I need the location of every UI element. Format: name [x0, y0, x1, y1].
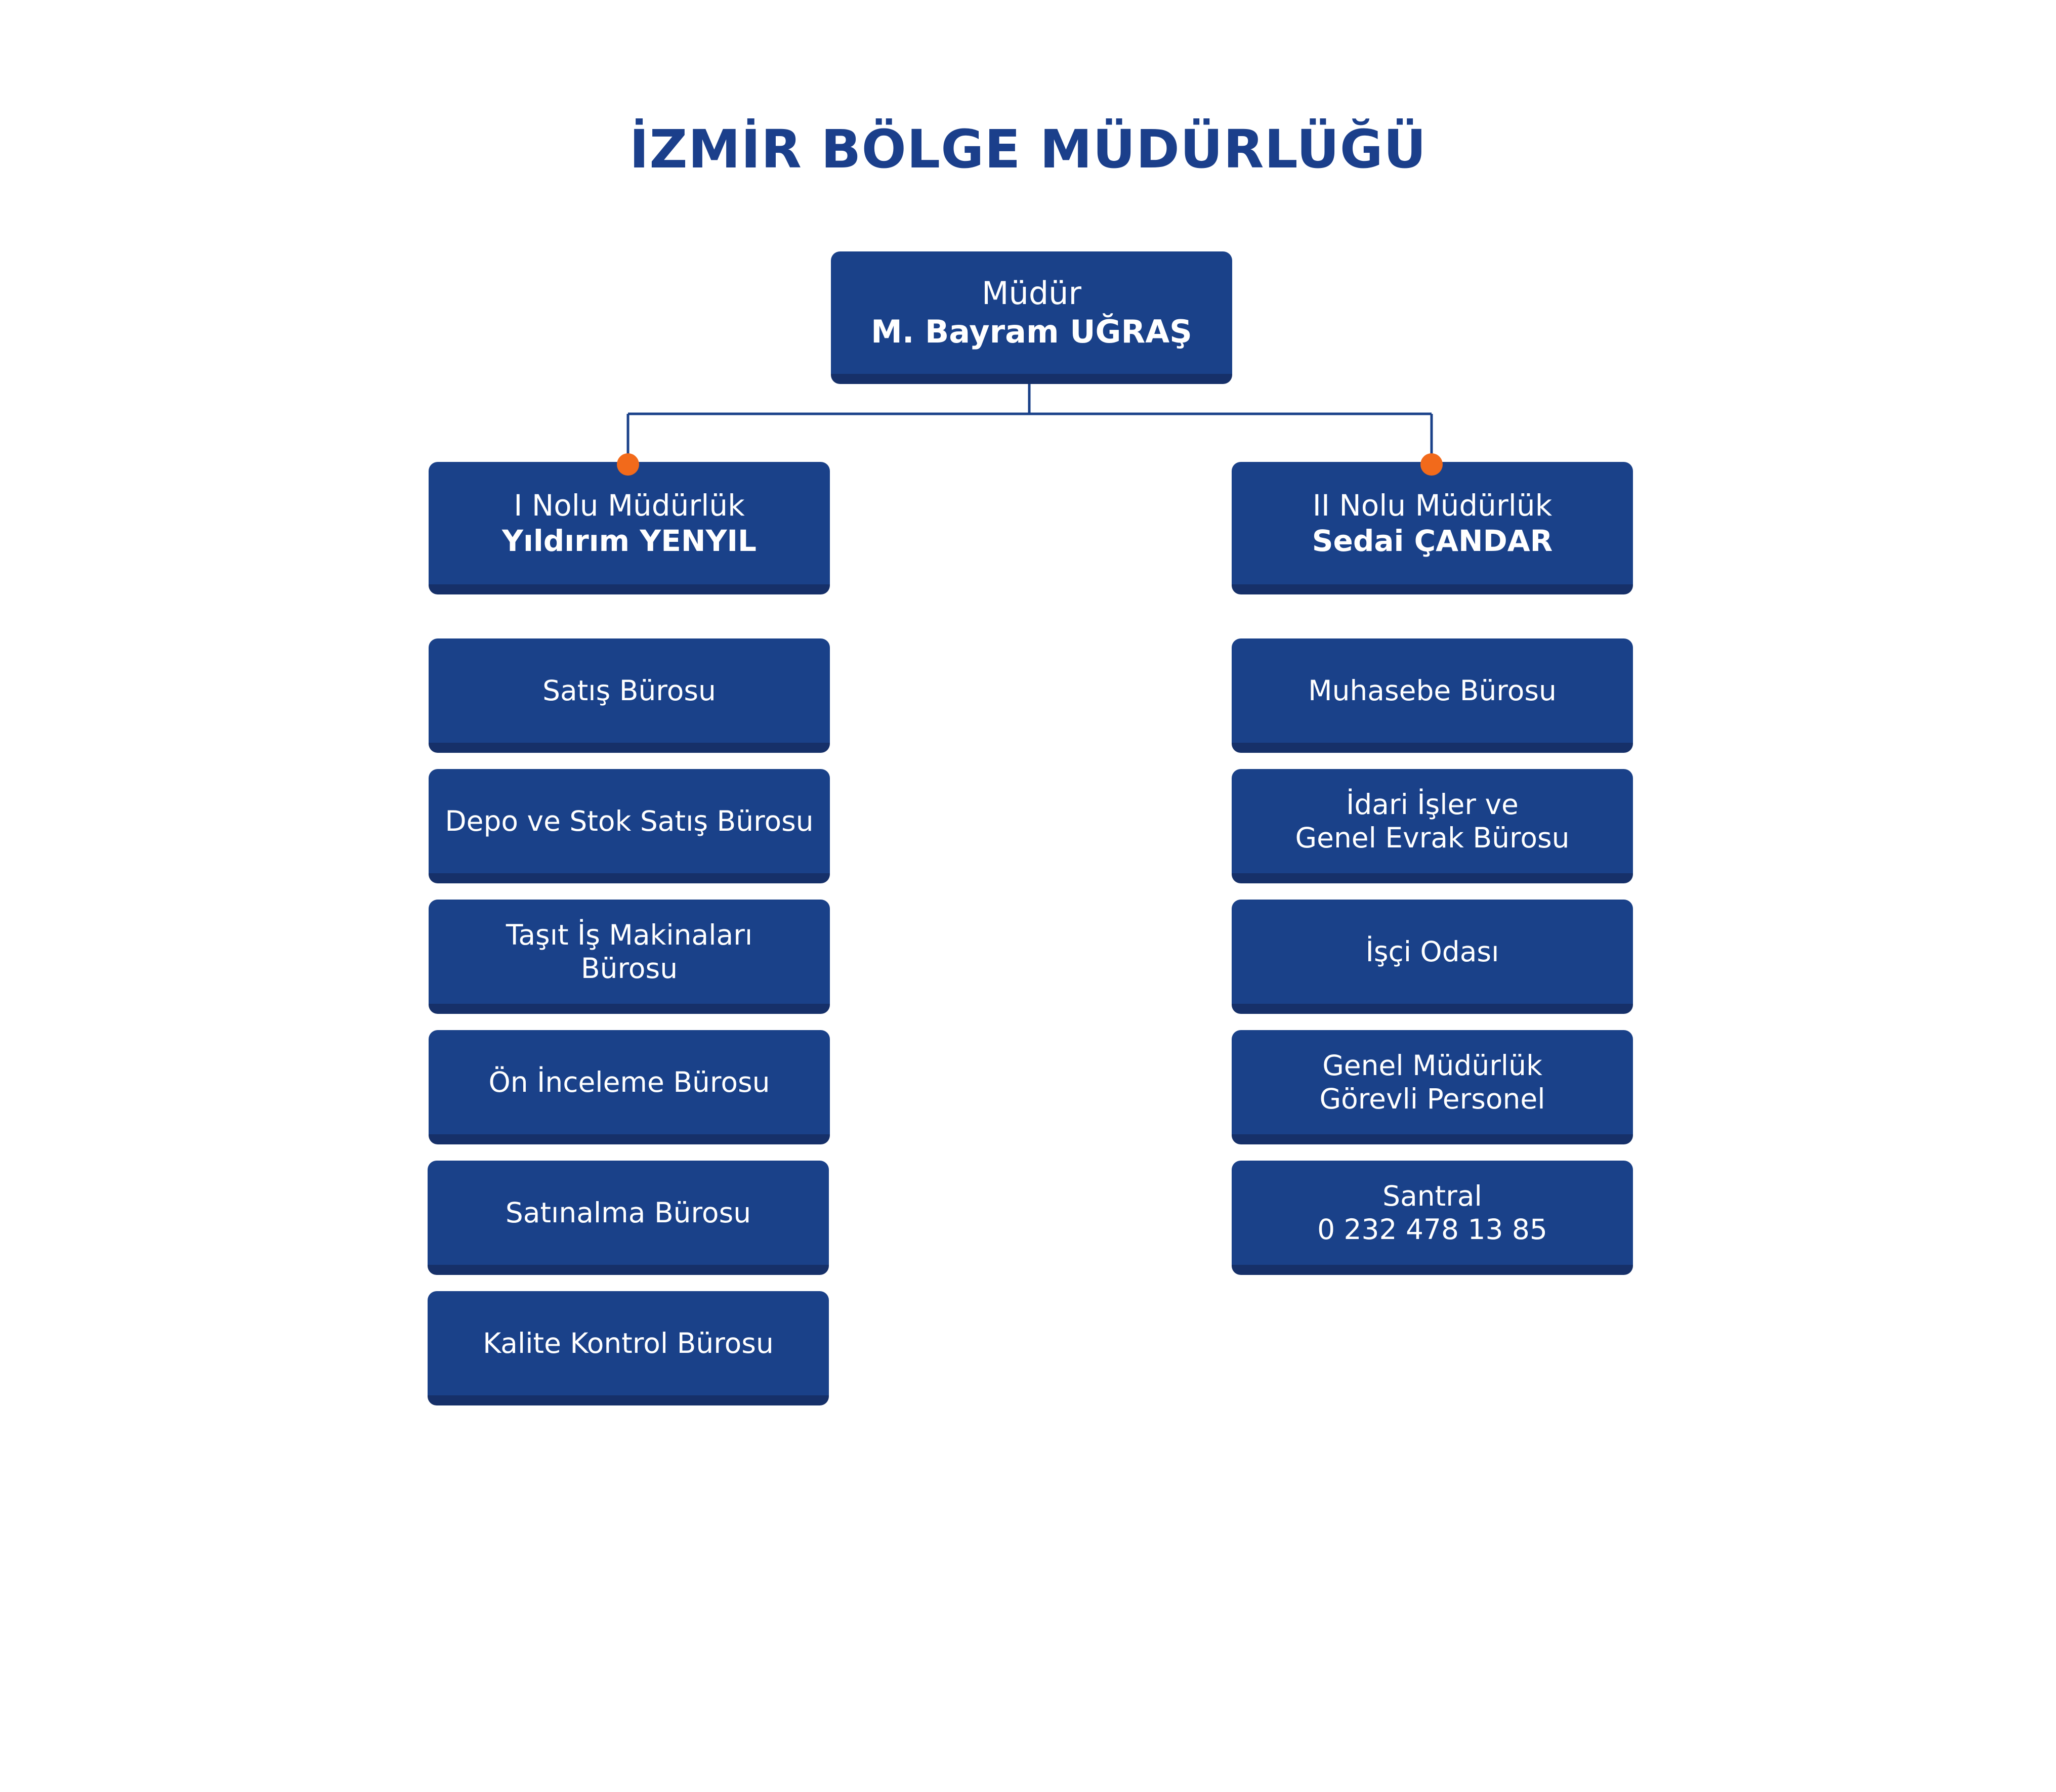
unit-box: İdari İşler ve Genel Evrak Bürosu	[1232, 769, 1633, 883]
unit-label: Muhasebe Bürosu	[1308, 674, 1557, 707]
unit-box: Ön İnceleme Bürosu	[429, 1030, 830, 1144]
unit-label: Satış Bürosu	[542, 674, 716, 707]
unit-label: Taşıt İş Makinaları	[506, 919, 753, 951]
unit-box: Muhasebe Bürosu	[1232, 638, 1633, 753]
unit-label-line2: Bürosu	[580, 952, 678, 985]
unit-box: Depo ve Stok Satış Bürosu	[429, 769, 830, 883]
unit-label: Depo ve Stok Satış Bürosu	[445, 805, 814, 837]
unit-box: İşçi Odası	[1232, 900, 1633, 1014]
unit-label: Kalite Kontrol Bürosu	[483, 1327, 774, 1359]
director-name: M. Bayram UĞRAŞ	[871, 313, 1192, 350]
unit-box: Satış Bürosu	[429, 638, 830, 753]
branch-2-name: Sedai ÇANDAR	[1312, 524, 1553, 558]
unit-box: Genel Müdürlük Görevli Personel	[1232, 1030, 1633, 1144]
unit-box: Santral 0 232 478 13 85	[1232, 1161, 1633, 1275]
unit-label: Santral	[1382, 1180, 1482, 1212]
branch-2-role: II Nolu Müdürlük	[1312, 488, 1553, 523]
branch-1-box: I Nolu Müdürlük Yıldırım YENYIL	[429, 462, 830, 594]
director-box: Müdür M. Bayram UĞRAŞ	[831, 251, 1232, 384]
director-role: Müdür	[982, 275, 1081, 312]
unit-label-line2: 0 232 478 13 85	[1317, 1213, 1547, 1246]
unit-label: Satınalma Bürosu	[505, 1197, 751, 1229]
unit-label-line2: Genel Evrak Bürosu	[1295, 822, 1570, 854]
unit-label: Genel Müdürlük	[1322, 1049, 1542, 1082]
unit-box: Kalite Kontrol Bürosu	[428, 1291, 829, 1405]
unit-label: İdari İşler ve	[1346, 788, 1519, 821]
branch-1-role: I Nolu Müdürlük	[514, 488, 745, 523]
unit-box: Satınalma Bürosu	[428, 1161, 829, 1275]
unit-label: Ön İnceleme Bürosu	[488, 1066, 770, 1098]
unit-label-line2: Görevli Personel	[1319, 1083, 1545, 1115]
unit-label: İşçi Odası	[1365, 935, 1499, 968]
page-title: İZMİR BÖLGE MÜDÜRLÜĞÜ	[629, 118, 1427, 180]
unit-box: Taşıt İş Makinaları Bürosu	[429, 900, 830, 1014]
branch-2-box: II Nolu Müdürlük Sedai ÇANDAR	[1232, 462, 1633, 594]
branch-1-name: Yıldırım YENYIL	[502, 524, 757, 558]
